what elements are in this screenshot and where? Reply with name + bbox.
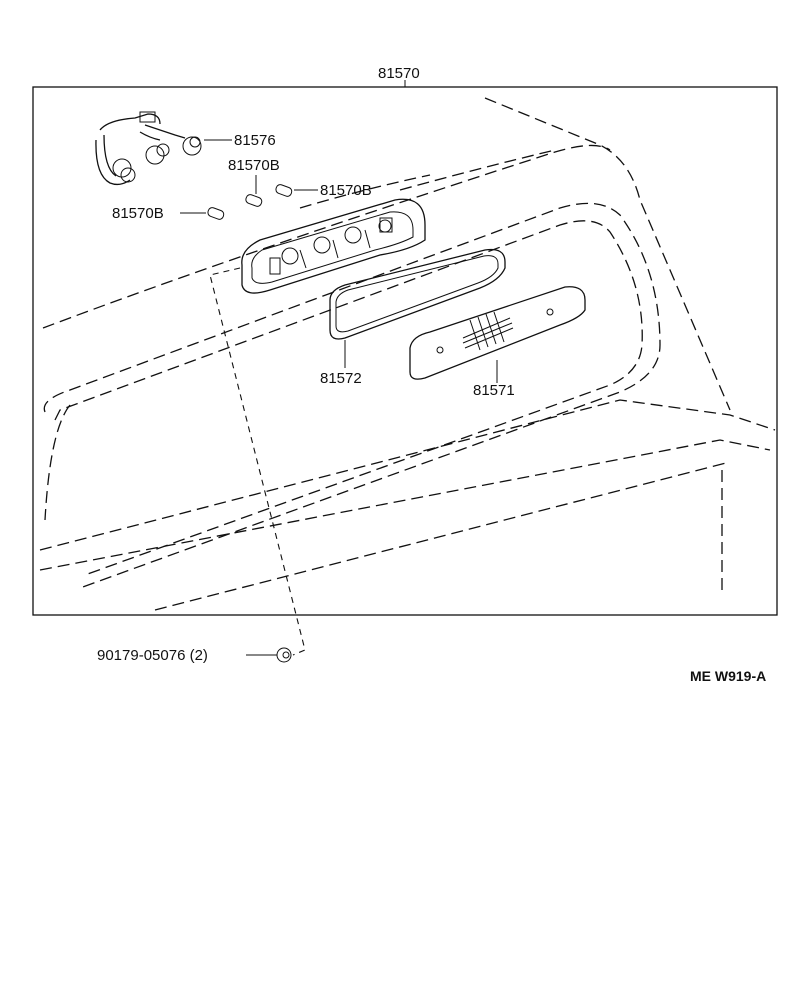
label-gasket: 81572 bbox=[320, 370, 362, 387]
bulb-upper bbox=[245, 194, 263, 207]
diagram-frame bbox=[32, 86, 778, 616]
bulb-right bbox=[275, 184, 293, 197]
vehicle-body-outline bbox=[39, 97, 776, 611]
label-socket-wire: 81576 bbox=[234, 132, 276, 149]
mount-guide-dashed bbox=[209, 267, 306, 656]
label-bulb-right: 81570B bbox=[320, 182, 372, 199]
gasket-part bbox=[329, 248, 506, 340]
bulb-left bbox=[207, 207, 225, 220]
drawing-code: ME W919-A bbox=[690, 668, 766, 684]
socket-wire-part bbox=[95, 111, 202, 186]
lens-grid bbox=[462, 311, 514, 351]
label-nut: 90179-05076 (2) bbox=[97, 647, 208, 664]
label-lens: 81571 bbox=[473, 382, 515, 399]
lamp-housing bbox=[241, 198, 426, 294]
nut-part bbox=[276, 647, 292, 663]
label-bulb-upper: 81570B bbox=[228, 157, 280, 174]
lens-part bbox=[409, 286, 586, 380]
label-assembly: 81570 bbox=[378, 65, 420, 82]
label-bulb-left: 81570B bbox=[112, 205, 164, 222]
